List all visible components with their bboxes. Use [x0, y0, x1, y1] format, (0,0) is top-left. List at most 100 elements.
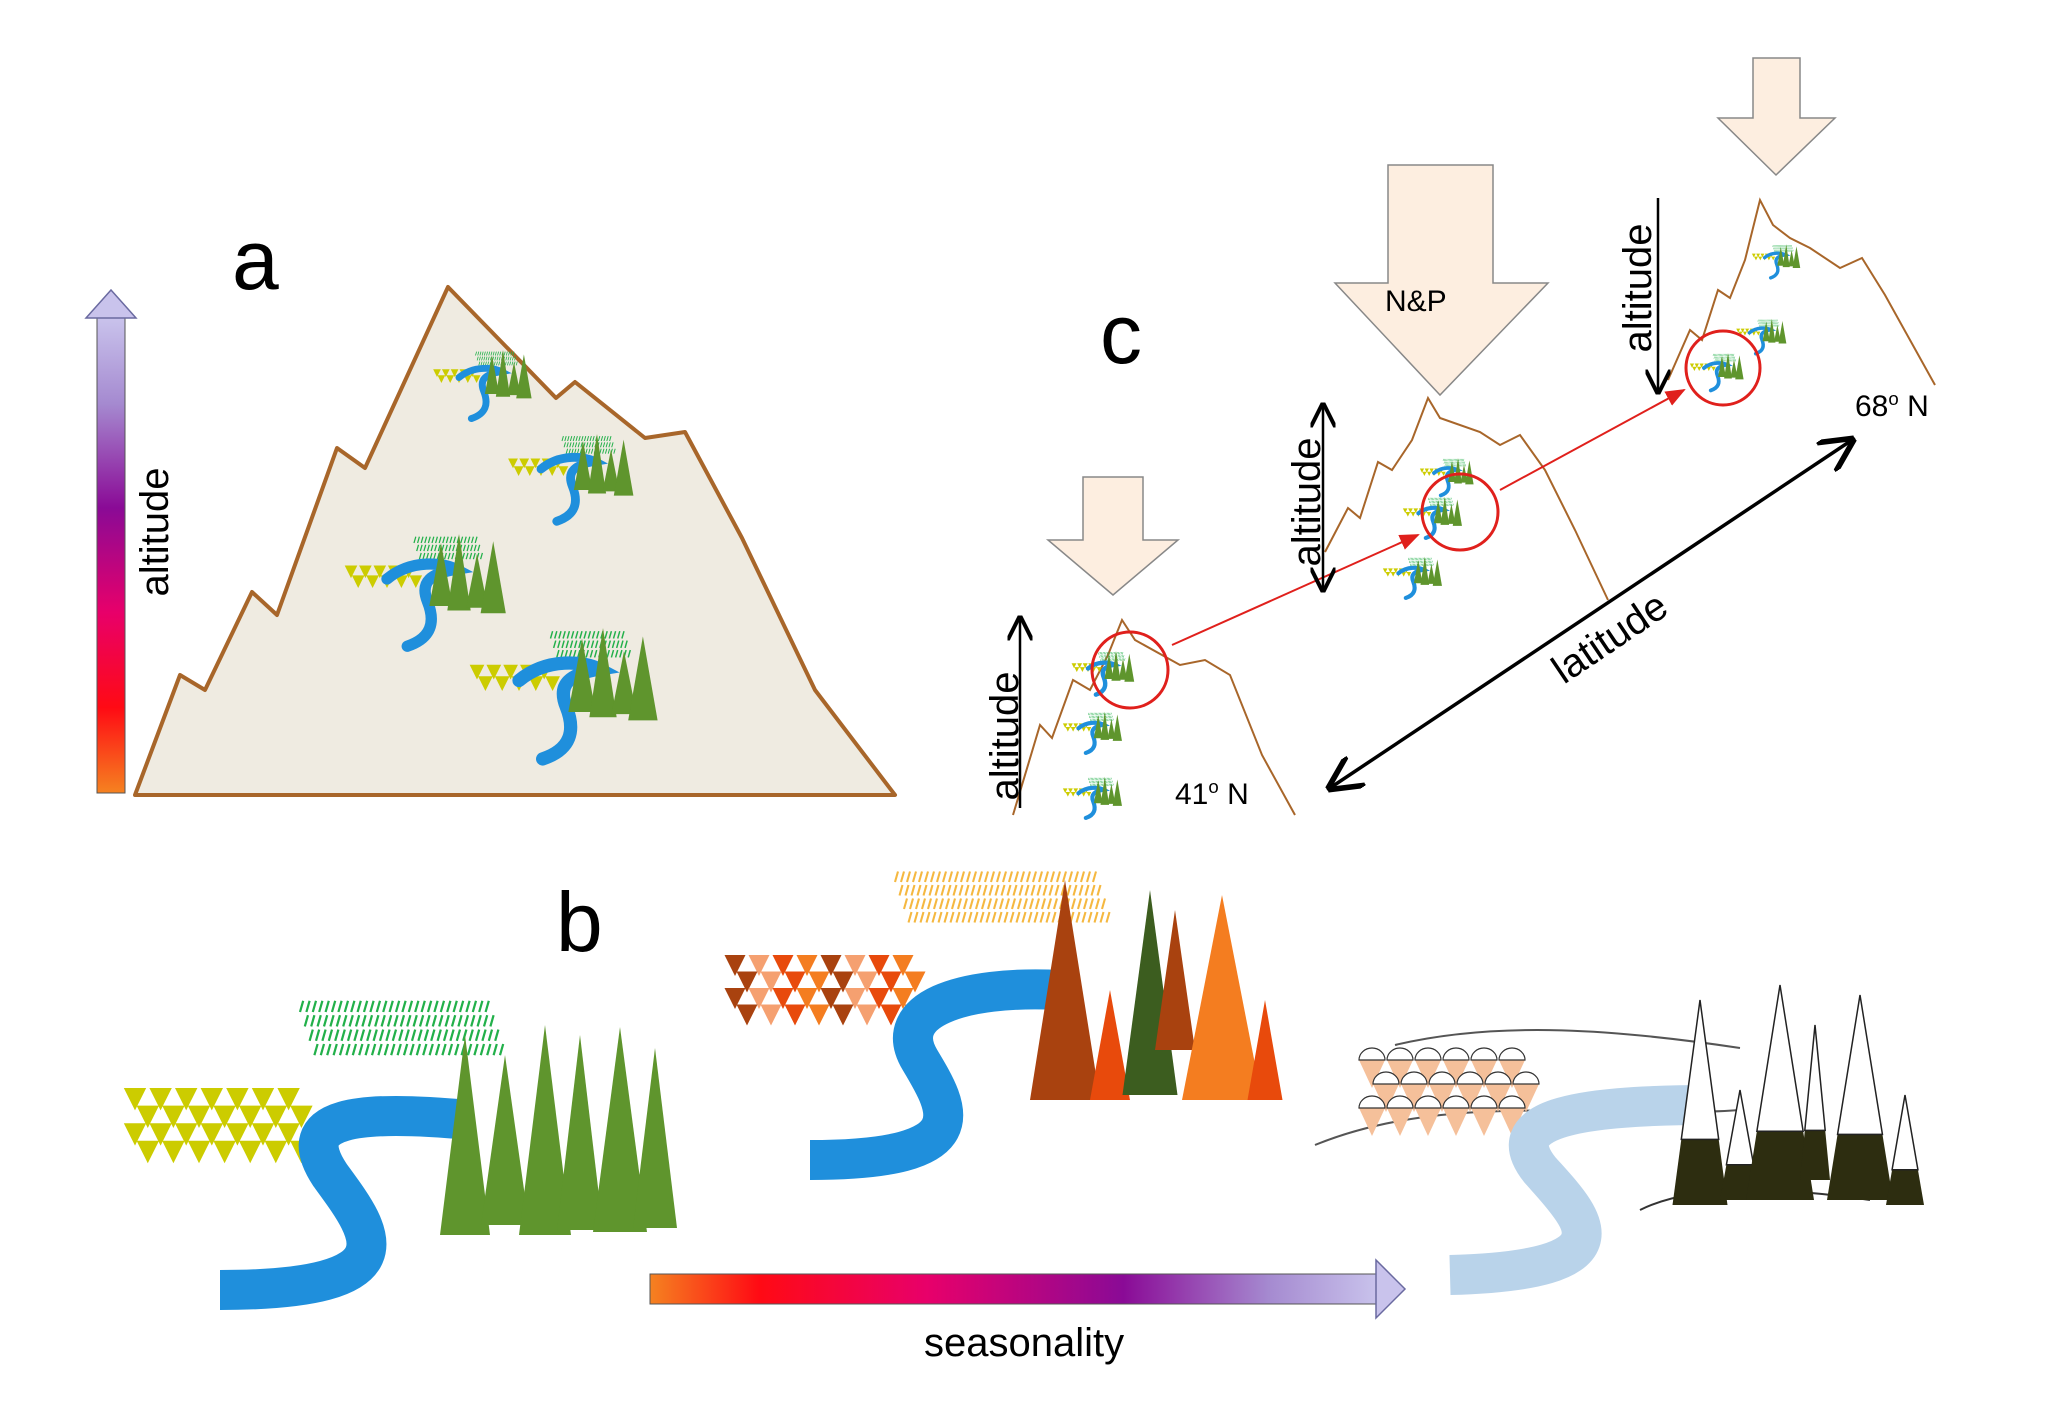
grass-blade: [946, 884, 952, 896]
grass-blade: [1765, 322, 1767, 325]
grass-blade: [1730, 359, 1732, 362]
grass-blade: [1725, 359, 1727, 362]
altitude-label-south: altitude: [983, 671, 1027, 801]
grass-blade: [600, 435, 604, 442]
shrub-triangle: [856, 1004, 878, 1026]
grass-blade: [1421, 557, 1423, 561]
ecosystem-cluster: [508, 434, 634, 526]
shrub-triangle: [724, 988, 746, 1009]
grass-blade: [1786, 244, 1788, 247]
grass-blade: [338, 1043, 345, 1056]
grass-blade: [1106, 655, 1108, 658]
grass-blade: [611, 442, 614, 448]
grass-blade: [1103, 651, 1106, 655]
grass-blade: [1093, 712, 1095, 716]
grass-blade: [494, 351, 497, 356]
grass-blade: [998, 898, 1005, 910]
grass-blade: [583, 435, 587, 442]
grass-blade: [1443, 458, 1446, 462]
shrub-triangle: [1081, 726, 1086, 732]
shrub-triangle: [820, 988, 842, 1009]
shrub-triangle: [1751, 331, 1756, 336]
grass-blade: [592, 435, 595, 442]
grass-blade: [1721, 353, 1723, 357]
grass-blade: [1028, 898, 1035, 910]
tree-icon: [1778, 321, 1787, 344]
grass-blade: [514, 356, 517, 361]
grass-blade: [571, 448, 574, 454]
grass-blade: [410, 1029, 417, 1042]
grass-blade: [1446, 464, 1449, 467]
grass-blade: [606, 435, 609, 442]
grass-blade: [418, 1014, 425, 1027]
shrub-triangle: [844, 955, 866, 976]
grass-blade: [474, 1029, 481, 1042]
grass-blade: [1762, 322, 1764, 325]
grass-blade: [469, 552, 473, 560]
grass-blade: [1101, 777, 1103, 781]
shrub-triangle: [796, 988, 818, 1009]
grass-blade: [1046, 898, 1053, 910]
grass-blade: [1099, 715, 1101, 719]
grass-blade: [1410, 563, 1412, 567]
grass-blade: [1119, 658, 1122, 661]
grass-blade: [1094, 898, 1101, 910]
grass-blade: [569, 435, 573, 442]
grass-blade: [1774, 319, 1776, 322]
grass-blade: [1040, 898, 1047, 910]
grass-blade: [586, 435, 590, 442]
tree-icon: [568, 638, 596, 712]
grass-blade: [484, 1000, 490, 1013]
grass-blade: [979, 911, 985, 923]
tree-icon: [1452, 499, 1462, 526]
grass-blade: [1111, 655, 1114, 658]
shrub-triangle: [784, 971, 806, 993]
river-icon: [381, 558, 474, 652]
grass-blade: [463, 1014, 470, 1027]
grass-blade: [477, 544, 481, 552]
grass-blade: [451, 552, 455, 560]
altitude-gradient-arrow: [84, 288, 138, 794]
grass-blade: [1724, 353, 1726, 357]
grass-blade: [1432, 563, 1434, 567]
shrub-triangle: [123, 1088, 147, 1111]
grass-blade: [1112, 718, 1114, 722]
grass-blade: [1096, 780, 1099, 784]
grass-blade: [1430, 500, 1432, 504]
grass-blade: [1103, 655, 1105, 658]
grass-blade: [1773, 319, 1775, 322]
grass-blade: [1445, 497, 1447, 501]
shrub-triangle: [239, 1140, 262, 1164]
grass-blade: [1464, 461, 1466, 464]
grass-blade: [496, 356, 499, 361]
grass-blade: [1106, 777, 1108, 781]
shrub-triangle: [251, 1088, 275, 1111]
tree-icon: [429, 543, 453, 606]
grass-blade: [1101, 712, 1103, 716]
grass-blade: [1100, 783, 1102, 787]
grass-blade: [931, 911, 937, 923]
grass-blade: [1775, 322, 1777, 325]
shrub-triangle: [558, 466, 569, 476]
grass-blade: [563, 442, 566, 448]
grass-blade: [1766, 319, 1768, 322]
grass-blade: [431, 536, 435, 544]
grass-blade: [566, 630, 571, 639]
grass-blade: [953, 871, 960, 883]
grass-blade: [390, 1043, 396, 1056]
grass-blade: [1790, 247, 1792, 250]
grass-blade: [552, 640, 557, 649]
ecosystem-cluster: [1689, 353, 1744, 393]
grass-blade: [310, 1014, 316, 1027]
grass-blade: [590, 448, 594, 454]
grass-blade: [1458, 464, 1461, 467]
grass-blade: [1446, 500, 1448, 504]
tree-icon: [507, 362, 521, 396]
grass-blade: [962, 898, 969, 910]
grass-blade: [907, 911, 913, 923]
grass-blade: [602, 442, 606, 448]
grass-blade: [398, 1029, 404, 1042]
grass-blade: [1037, 871, 1044, 883]
grass-blade: [1789, 244, 1791, 247]
grass-blade: [1094, 718, 1096, 722]
